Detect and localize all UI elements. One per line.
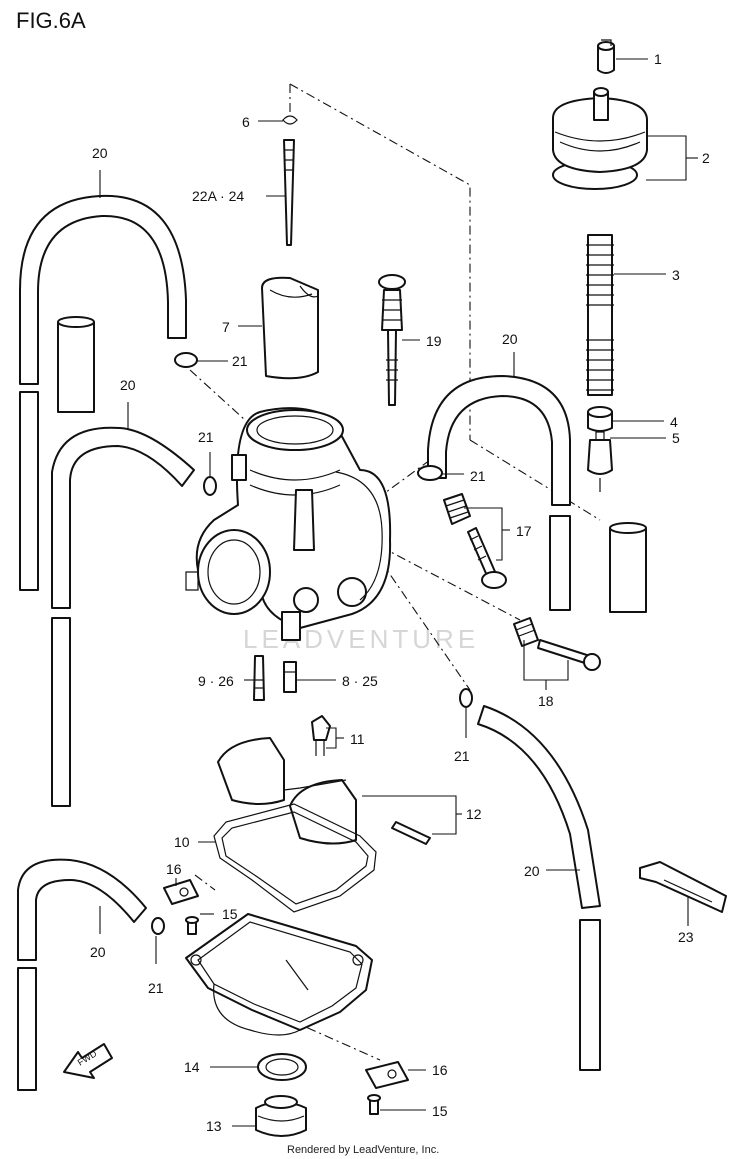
part-17-throttle-stop-screw bbox=[443, 493, 507, 589]
part-12-float bbox=[217, 737, 431, 845]
hose-segment-left-lower bbox=[51, 617, 71, 807]
part-8-25-main-jet bbox=[283, 661, 297, 693]
leader-lines bbox=[99, 58, 698, 1127]
callout-15-a: 15 bbox=[222, 906, 238, 922]
callout-15-b: 15 bbox=[432, 1103, 448, 1119]
hose-20-middle-left bbox=[51, 426, 195, 609]
hose-20-lower-right bbox=[477, 705, 601, 909]
fwd-direction-arrow: FWD bbox=[63, 1043, 113, 1079]
callout-20-c: 20 bbox=[502, 331, 518, 347]
callout-20-a: 20 bbox=[92, 145, 108, 161]
part-14-o-ring bbox=[257, 1053, 307, 1081]
part-7-throttle-valve bbox=[261, 276, 319, 380]
float-bowl bbox=[185, 913, 373, 1036]
hose-20-bottom-left bbox=[17, 858, 147, 961]
callout-17: 17 bbox=[516, 523, 532, 539]
callout-18: 18 bbox=[538, 693, 554, 709]
part-16-bracket-upper bbox=[163, 879, 199, 905]
hose-segment-right-mid bbox=[549, 515, 571, 611]
part-21-clip-lower bbox=[459, 688, 473, 708]
hose-segment-left-upper bbox=[19, 391, 39, 591]
callout-21-c: 21 bbox=[470, 468, 486, 484]
callout-21-e: 21 bbox=[148, 980, 164, 996]
part-23-hose-guide bbox=[639, 861, 727, 913]
figure-title: FIG.6A bbox=[16, 8, 86, 33]
callout-4: 4 bbox=[670, 414, 678, 430]
callout-5: 5 bbox=[672, 430, 680, 446]
part-15-screw-lower bbox=[367, 1094, 381, 1115]
part-21-clip-upper bbox=[174, 352, 198, 368]
callout-20-b: 20 bbox=[120, 377, 136, 393]
callout-20-e: 20 bbox=[524, 863, 540, 879]
part-22a-24-jet-needle bbox=[283, 139, 295, 246]
part-21-clip-right bbox=[417, 465, 443, 481]
callout-13: 13 bbox=[206, 1118, 222, 1134]
hose-segment-right-lower bbox=[579, 919, 601, 1071]
watermark: LEADVENTURE bbox=[243, 624, 479, 654]
callout-12: 12 bbox=[466, 806, 482, 822]
hose-20-right-arch bbox=[427, 375, 571, 506]
part-16-bracket-lower bbox=[365, 1061, 409, 1089]
part-19-air-screw bbox=[378, 274, 406, 406]
callout-23: 23 bbox=[678, 929, 694, 945]
part-6-clip bbox=[282, 115, 298, 125]
part-9-26-pilot-jet bbox=[253, 655, 265, 701]
callout-21-d: 21 bbox=[454, 748, 470, 764]
callout-21-a: 21 bbox=[232, 353, 248, 369]
part-21-clip-left bbox=[203, 476, 217, 496]
hose-segment-left-bottom bbox=[17, 967, 37, 1091]
part-15-screw-upper bbox=[185, 916, 199, 935]
callout-16-a: 16 bbox=[166, 861, 182, 877]
callout-20-d: 20 bbox=[90, 944, 106, 960]
callout-2: 2 bbox=[702, 150, 710, 166]
callout-22a-24: 22A · 24 bbox=[192, 188, 244, 204]
hose-20-top-left bbox=[19, 194, 187, 385]
callout-1: 1 bbox=[654, 51, 662, 67]
part-13-drain-plug bbox=[255, 1095, 307, 1137]
part-21-clip-bottom bbox=[151, 917, 165, 935]
callout-8-25: 8 · 25 bbox=[342, 673, 378, 689]
hose-segment-right-short bbox=[609, 522, 647, 613]
callout-11: 11 bbox=[350, 731, 365, 747]
part-11-needle-valve bbox=[311, 715, 331, 756]
callout-14: 14 bbox=[184, 1059, 200, 1075]
callout-6: 6 bbox=[242, 114, 250, 130]
part-4-retainer bbox=[587, 406, 613, 432]
part-1-cap bbox=[597, 39, 615, 74]
part-2-top-cap bbox=[552, 87, 648, 190]
callout-7: 7 bbox=[222, 319, 230, 335]
callout-3: 3 bbox=[672, 267, 680, 283]
render-credit: Rendered by LeadVenture, Inc. bbox=[287, 1144, 439, 1156]
callout-21-b: 21 bbox=[198, 429, 214, 445]
callout-19: 19 bbox=[426, 333, 442, 349]
callout-9-26: 9 · 26 bbox=[198, 673, 234, 689]
part-5-needle-holder bbox=[587, 431, 613, 492]
callout-10: 10 bbox=[174, 834, 190, 850]
part-18-pilot-screw bbox=[513, 617, 601, 671]
part-3-spring bbox=[586, 234, 614, 396]
hose-segment-left-short bbox=[57, 316, 95, 413]
carburetor-body bbox=[185, 407, 392, 641]
callout-16-b: 16 bbox=[432, 1062, 448, 1078]
part-10-float-bowl-gasket bbox=[213, 803, 377, 913]
